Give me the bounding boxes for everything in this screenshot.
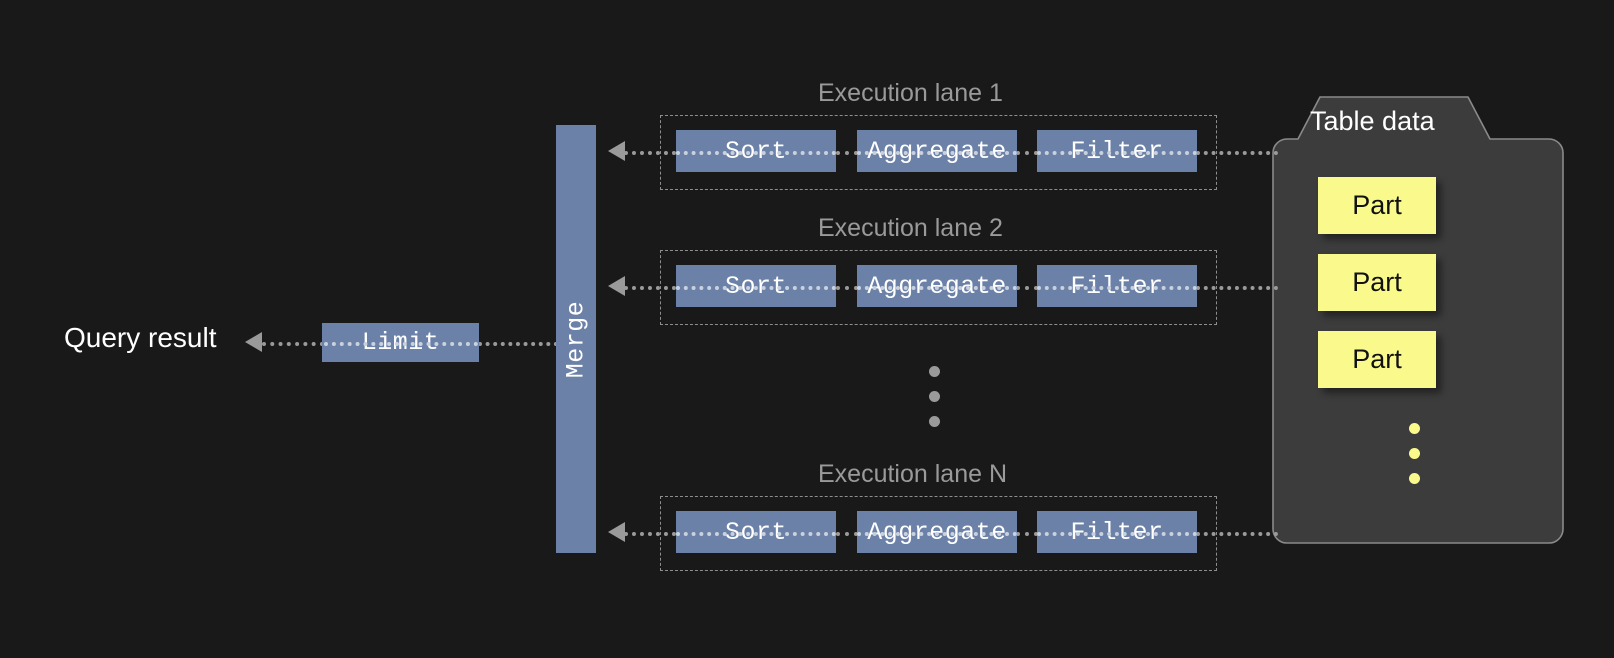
connector-lane-1-left [624, 151, 676, 155]
connector-lane-1-through-filter [1037, 151, 1197, 155]
connector-merge-to-limit [478, 342, 558, 346]
connector-lane-n-aggregate-filter [1016, 532, 1038, 536]
part-box[interactable]: Part [1318, 331, 1436, 388]
ellipsis-dot [1409, 423, 1420, 434]
connector-lane-1-through-sort [676, 151, 836, 155]
part-box[interactable]: Part [1318, 254, 1436, 311]
lane-label-2: Execution lane 2 [818, 214, 1003, 242]
merge-label: Merge [561, 300, 591, 379]
connector-lane-n-left [624, 532, 676, 536]
ellipsis-dot [929, 416, 940, 427]
ellipsis-dot [929, 366, 940, 377]
connector-lane-2-through-sort [676, 286, 836, 290]
connector-lane-n-through-aggregate [857, 532, 1017, 536]
ellipsis-dot [929, 391, 940, 402]
part-box[interactable]: Part [1318, 177, 1436, 234]
ellipsis-dot [1409, 473, 1420, 484]
arrow-lane-n-to-merge [608, 522, 625, 542]
connector-lane-n-through-sort [676, 532, 836, 536]
lane-label-1: Execution lane 1 [818, 79, 1003, 107]
connector-lane-2-through-aggregate [857, 286, 1017, 290]
connector-lane-2-aggregate-filter [1016, 286, 1038, 290]
connector-lane-n-to-table-data [1196, 532, 1278, 536]
connector-lane-2-to-table-data [1196, 286, 1278, 290]
ellipsis-dot [1409, 448, 1420, 459]
lane-label-n: Execution lane N [818, 460, 1008, 488]
arrow-to-query-result [245, 332, 262, 352]
connector-lane-2-through-filter [1037, 286, 1197, 290]
table-data-title: Table data [1310, 106, 1435, 136]
connector-lane-1-sort-aggregate [836, 151, 858, 155]
connector-lane-1-to-table-data [1196, 151, 1278, 155]
arrow-lane-2-to-merge [608, 276, 625, 296]
merge-operator[interactable]: Merge [556, 125, 596, 553]
connector-lane-n-sort-aggregate [836, 532, 858, 536]
arrow-lane-1-to-merge [608, 141, 625, 161]
part-ellipsis [1409, 423, 1420, 484]
connector-lane-1-through-aggregate [857, 151, 1017, 155]
connector-through-limit [324, 342, 478, 346]
query-result-label: Query result [64, 322, 217, 353]
connector-lane-2-left [624, 286, 676, 290]
connector-lane-2-sort-aggregate [836, 286, 858, 290]
connector-limit-to-query-result [262, 342, 324, 346]
connector-lane-1-aggregate-filter [1016, 151, 1038, 155]
lane-ellipsis [929, 366, 940, 427]
connector-lane-n-through-filter [1037, 532, 1197, 536]
